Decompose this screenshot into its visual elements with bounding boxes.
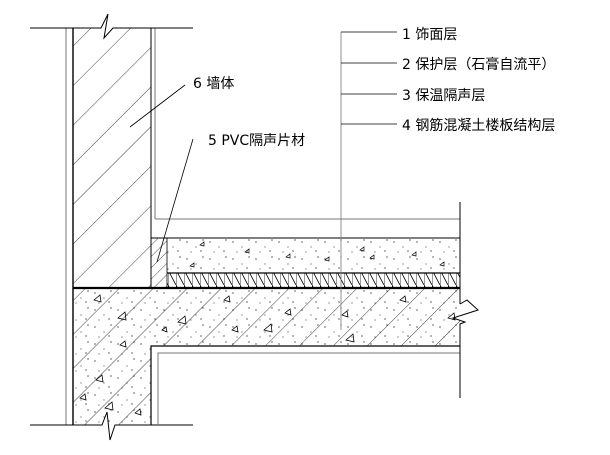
pvc-leader xyxy=(156,138,194,263)
break-line-top xyxy=(30,13,193,40)
label-structural-slab: 4 钢筋混凝土楼板结构层 xyxy=(402,117,555,134)
finish-layer xyxy=(151,218,460,239)
label-pvc-strip: 5 PVC隔声片材 xyxy=(208,133,305,149)
gypsum-leveling-layer xyxy=(167,238,460,273)
insulation-layer xyxy=(167,272,460,288)
wall xyxy=(65,28,156,425)
label-finish-layer: 1 饰面层 xyxy=(402,27,457,43)
concrete-slab xyxy=(73,286,460,425)
label-insulation-layer: 3 保温隔声层 xyxy=(402,88,485,104)
break-line-right xyxy=(451,202,479,398)
pvc-sound-insulation-strip xyxy=(150,237,168,289)
wall-leader xyxy=(129,84,186,128)
layer-leader xyxy=(340,31,397,330)
label-wall: 6 墙体 xyxy=(193,76,234,92)
label-protective-layer: 2 保护层（石膏自流平） xyxy=(402,56,555,73)
